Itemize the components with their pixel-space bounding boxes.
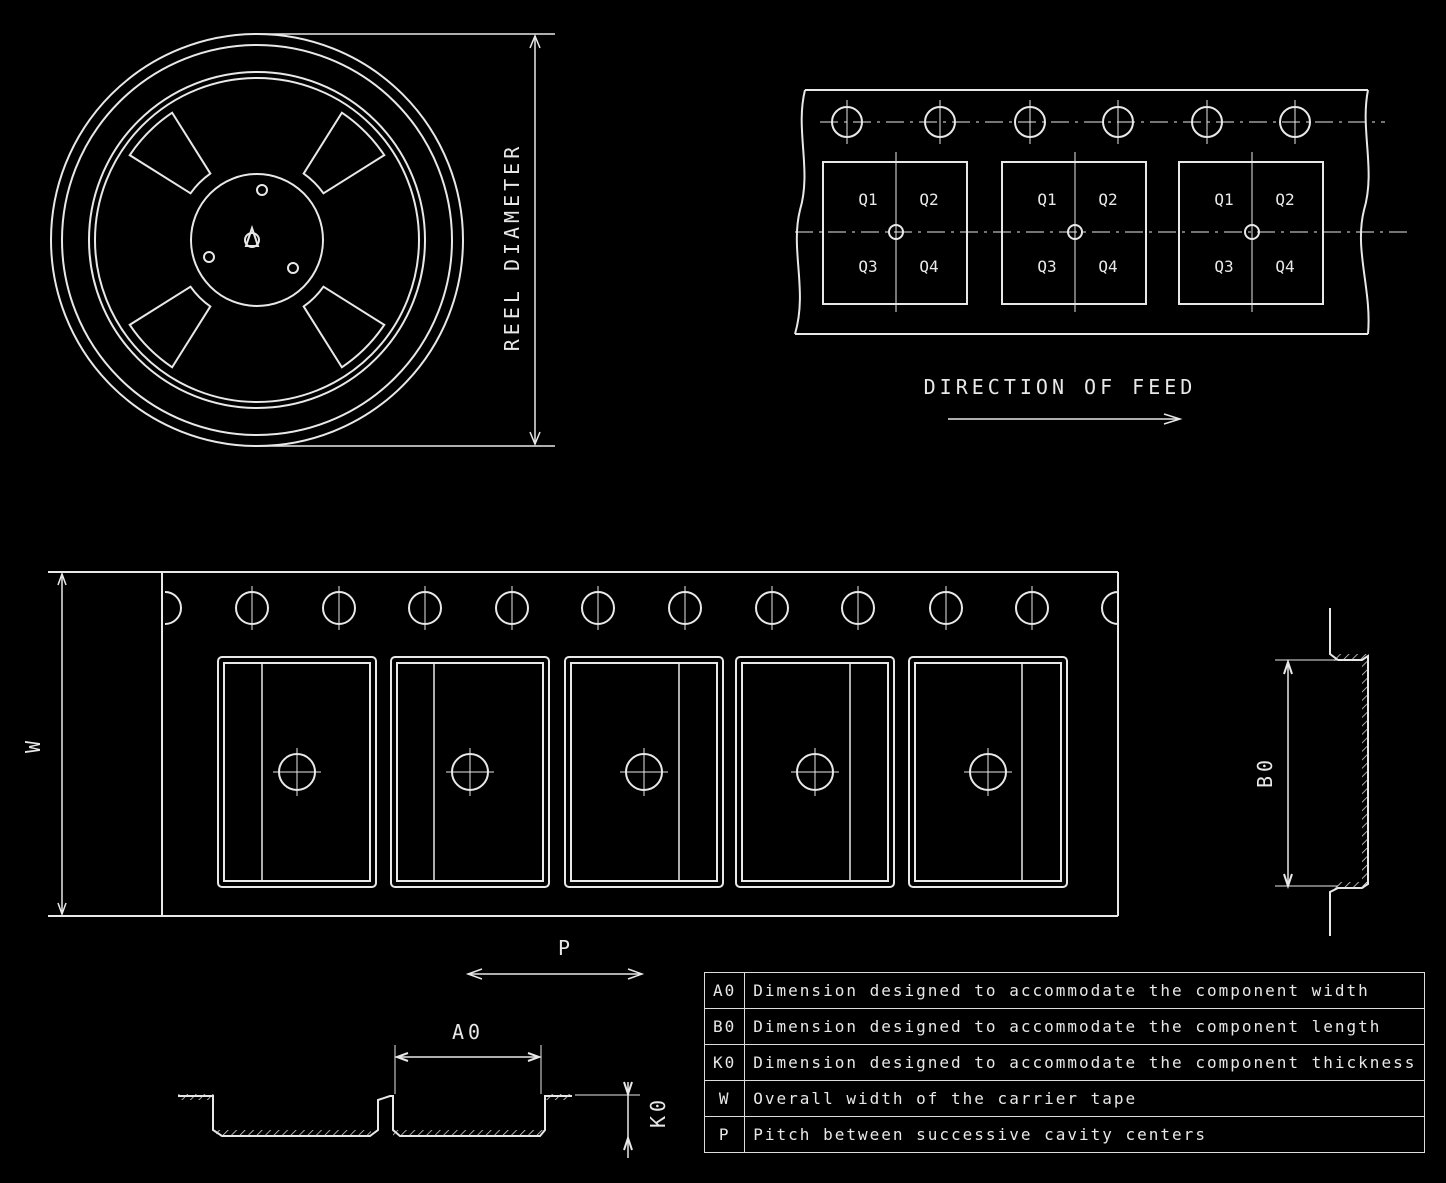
quadrant-label: Q1	[1214, 190, 1233, 209]
quadrant-label: Q2	[1098, 190, 1117, 209]
reel-diameter-dimension	[257, 33, 555, 447]
a0-label: A0	[452, 1020, 484, 1044]
side-view	[1275, 608, 1369, 936]
direction-of-feed-arrow	[948, 413, 1183, 425]
legend-symbol: B0	[703, 1008, 746, 1045]
pocket-center-hole	[1244, 224, 1260, 240]
quadrant-pockets	[822, 152, 1324, 312]
tape-pocket	[217, 656, 377, 888]
k0-label: K0	[646, 1096, 670, 1128]
legend-description: Dimension designed to accommodate the co…	[744, 1044, 1426, 1081]
reel-window-outline	[128, 285, 212, 369]
legend-symbol: A0	[703, 972, 746, 1009]
tape-pocket-inner	[570, 662, 718, 882]
legend-description: Dimension designed to accommodate the co…	[744, 1008, 1426, 1045]
tape-width-dimension	[57, 571, 67, 917]
pitch-dimension	[465, 968, 645, 980]
legend-description: Dimension designed to accommodate the co…	[744, 972, 1426, 1009]
quadrant-label: Q4	[1098, 257, 1117, 276]
cross-section-view	[178, 1045, 640, 1158]
legend-description: Overall width of the carrier tape	[744, 1080, 1426, 1117]
reel-window	[302, 111, 386, 195]
quadrant-label: Q4	[1275, 257, 1294, 276]
quadrant-label: Q2	[919, 190, 938, 209]
tape-pocket	[390, 656, 550, 888]
feed-sprocket-holes	[831, 100, 1311, 144]
reel-drawing	[50, 33, 464, 447]
reel-window	[128, 111, 212, 195]
tape-sprocket-hole-partial	[1101, 591, 1119, 625]
reel-window	[302, 285, 386, 369]
tape-pockets	[217, 656, 1068, 888]
quadrant-pocket	[1001, 161, 1147, 305]
quadrant-pocket	[822, 161, 968, 305]
tape-width-label: W	[21, 737, 45, 753]
b0-label: B0	[1253, 756, 1277, 788]
pocket-center-hole	[1067, 224, 1083, 240]
quadrant-pocket	[1178, 161, 1324, 305]
quadrant-label: Q3	[1214, 257, 1233, 276]
quadrant-label: Q2	[1275, 190, 1294, 209]
legend-symbol: P	[703, 1116, 746, 1153]
tape-sprocket-hole-partial	[164, 591, 182, 625]
quadrant-label: Q3	[858, 257, 877, 276]
tape-pocket	[564, 656, 724, 888]
reel-spokes	[128, 111, 386, 369]
reel-window-outline	[302, 285, 386, 369]
tape-sprocket-holes	[164, 586, 1119, 630]
quadrant-label: Q4	[919, 257, 938, 276]
quadrant-label: Q1	[858, 190, 877, 209]
pitch-label: P	[558, 936, 574, 960]
direction-of-feed-label: DIRECTION OF FEED	[924, 375, 1197, 399]
reel-window-outline	[302, 111, 386, 195]
tape-pocket-inner	[223, 662, 371, 882]
legend-description: Pitch between successive cavity centers	[744, 1116, 1426, 1153]
reel-window-outline	[128, 111, 212, 195]
reel-window	[128, 285, 212, 369]
pocket-center-hole	[888, 224, 904, 240]
feed-tape-view	[794, 89, 1410, 335]
tape-pocket-inner	[396, 662, 544, 882]
tape-pocket-inner	[741, 662, 889, 882]
quadrant-label: Q1	[1037, 190, 1056, 209]
tape-pocket-inner	[914, 662, 1062, 882]
legend-symbol: K0	[703, 1044, 746, 1081]
tape-pocket	[735, 656, 895, 888]
quadrant-label: Q3	[1037, 257, 1056, 276]
tape-pocket	[908, 656, 1068, 888]
reel-diameter-label: REEL DIAMETER	[500, 143, 524, 352]
carrier-tape-view	[48, 571, 1119, 917]
legend-symbol: W	[703, 1080, 746, 1117]
